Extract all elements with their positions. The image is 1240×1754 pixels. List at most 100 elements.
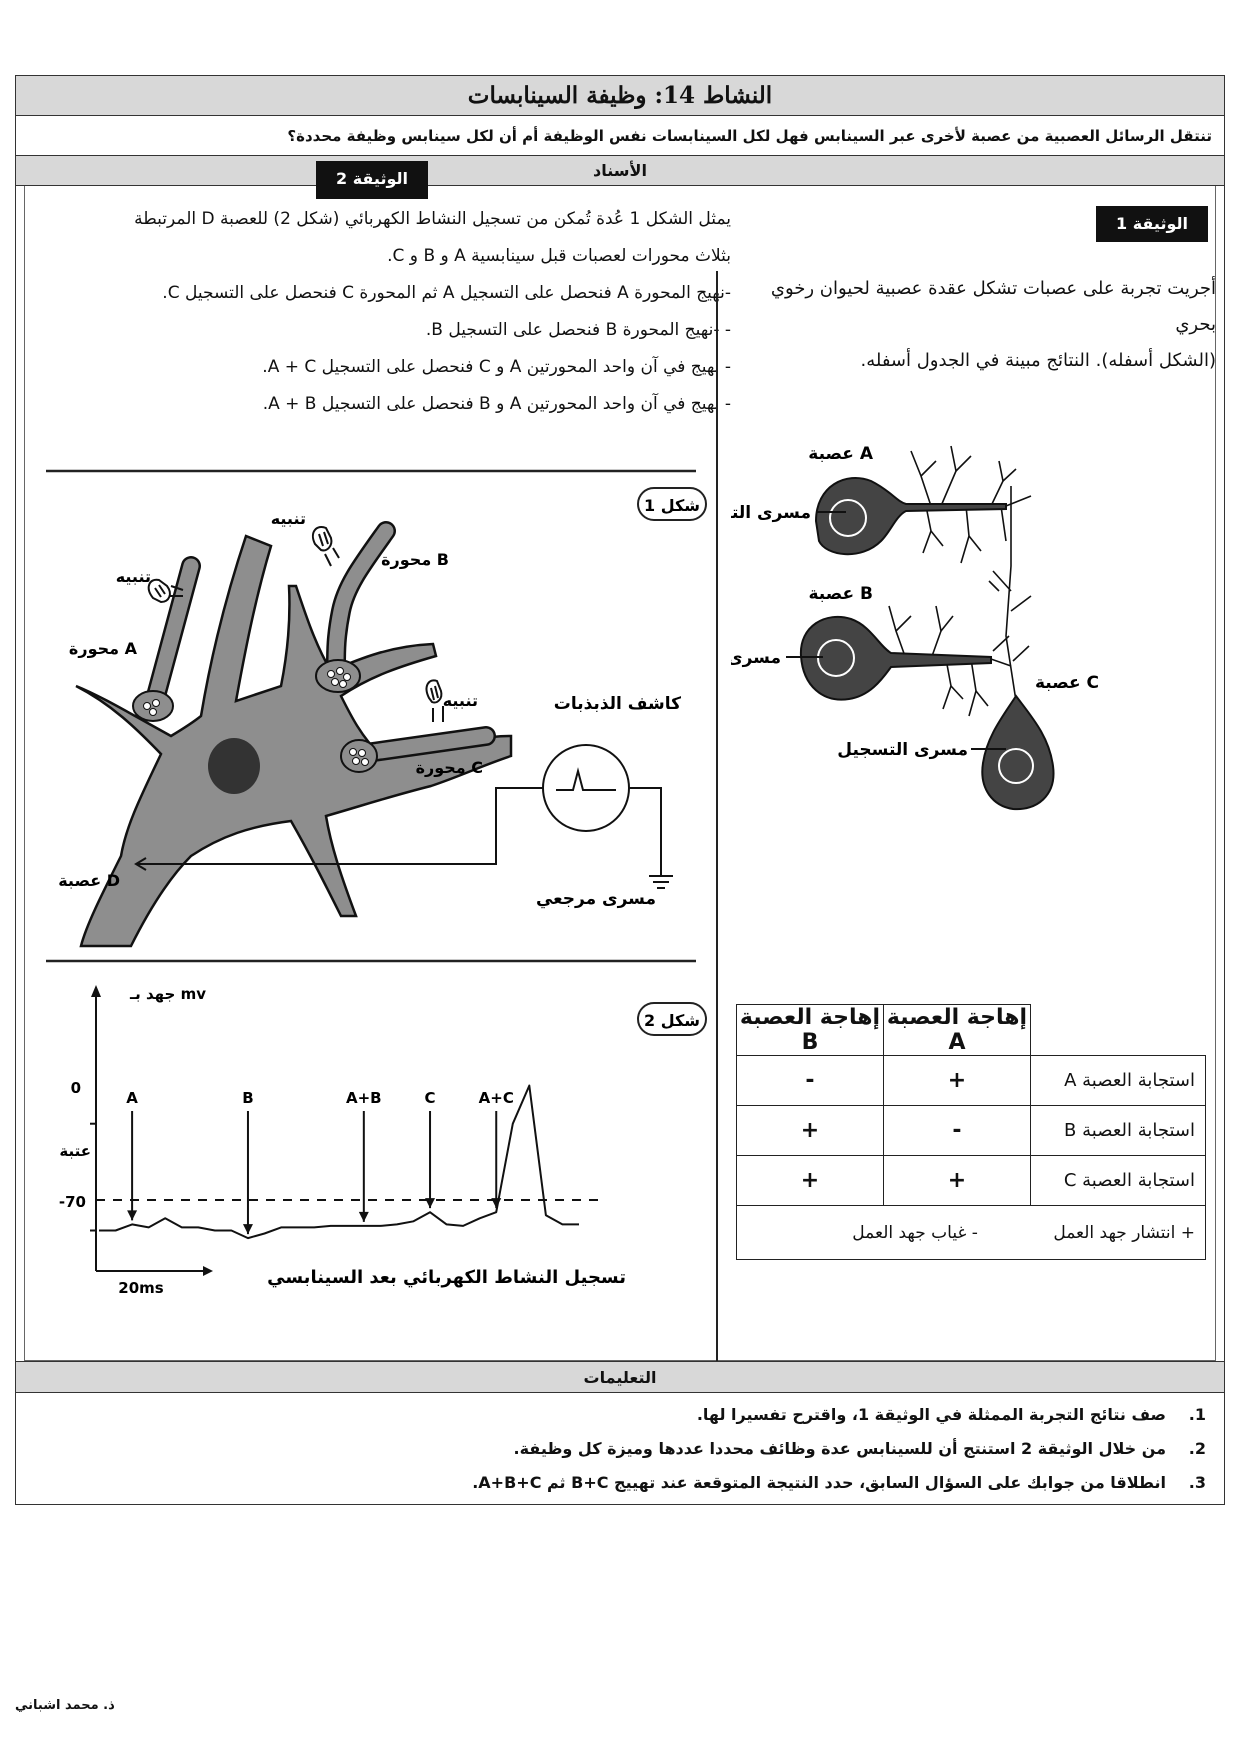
doc1-text: أجريت تجربة على عصبات تشكل عقدة عصبية لح… xyxy=(746,271,1216,379)
support-band: الأسناد xyxy=(16,156,1224,186)
table-row: استجابة العصبة A + - xyxy=(736,1055,1206,1106)
neuron-d-label: عصبة D xyxy=(58,871,120,890)
stimulus-label: A+C xyxy=(479,1089,514,1107)
support-content xyxy=(24,186,1216,1361)
stimulus-arrowhead xyxy=(127,1210,138,1221)
instruction-text: من خلال الوثيقة 2 استنتج أن للسينابس عدة… xyxy=(513,1439,1166,1458)
neuron-d-nucleus xyxy=(208,738,260,794)
table-corner xyxy=(1031,1005,1206,1056)
stimulator-b-icon xyxy=(311,526,340,567)
table-legend: + انتشار جهد العمل - غياب جهد العمل xyxy=(736,1205,1206,1260)
y-axis-arrow xyxy=(91,985,101,997)
fig2-badge-frame xyxy=(637,1002,707,1036)
instruction-text: صف نتائج التجربة الممثلة في الوثيقة 1، و… xyxy=(696,1405,1166,1424)
instruction-item: 1. صف نتائج التجربة الممثلة في الوثيقة 1،… xyxy=(36,1398,1206,1432)
neuron-a-cell xyxy=(814,476,1007,556)
table-row: استجابة العصبة B - + xyxy=(736,1105,1206,1156)
terminal-b xyxy=(315,659,361,693)
doc2-intro-line: -نهيج المحورة A فنحصل على التسجيل A ثم ا… xyxy=(162,283,731,303)
problem-question: تنتقل الرسائل العصبية من عصبة لأخرى عبر … xyxy=(16,116,1224,156)
reference-electrode-label: مسرى مرجعي xyxy=(536,889,656,909)
stimulus-label: A+B xyxy=(346,1089,382,1107)
stimulus-label: A xyxy=(126,1089,138,1107)
doc2-intro: يمثل الشكل 1 عُدة تُمكن من تسجيل النشاط … xyxy=(96,201,731,423)
row-header: استجابة العصبة C xyxy=(1030,1155,1206,1206)
doc1-text-line: أجريت تجربة على عصبات تشكل عقدة عصبية لح… xyxy=(770,278,1216,335)
y-tick-zero: 0 xyxy=(71,1079,81,1097)
doc1-tag: الوثيقة 1 xyxy=(1096,206,1208,242)
axon-c-label: محورة C xyxy=(416,758,483,777)
fig1-badge: شكل 1 xyxy=(644,496,700,515)
figure-1-setup: شكل 1 xyxy=(46,469,707,963)
axon-a-label: محورة A xyxy=(69,639,138,658)
activity-title: النشاط 14: وظيفة السينابسات xyxy=(16,76,1224,116)
table-cell: - xyxy=(736,1055,884,1106)
electrode-a-label: مسرى التسجيل xyxy=(731,503,811,523)
instruction-text: انطلاقا من جوابك على السؤال السابق، حدد … xyxy=(472,1473,1166,1492)
electrode-c-label: مسرى التسجيل xyxy=(837,740,968,760)
neuron-d-body xyxy=(75,534,513,948)
instruction-item: 3. انطلاقا من جوابك على السؤال السابق، حد… xyxy=(36,1466,1206,1500)
stimulus-arrowhead xyxy=(425,1198,436,1209)
stimulus-arrowhead xyxy=(491,1198,502,1209)
neuron-b-label: عصبة B xyxy=(808,584,873,604)
author-name: ذ. محمد اشباني xyxy=(15,1698,115,1713)
stimulator-a-icon xyxy=(147,578,184,604)
fig2-badge: شكل 2 xyxy=(644,1011,700,1030)
col-header: إهاجة العصبة A xyxy=(883,1004,1031,1056)
oscilloscope-icon xyxy=(542,744,630,832)
y-axis-label: جهد بـ mv xyxy=(129,985,206,1003)
table-cell: + xyxy=(883,1055,1031,1106)
col-header: إهاجة العصبة B xyxy=(736,1004,884,1056)
neuron-a-label: عصبة A xyxy=(808,444,874,464)
x-scale-bar: 20ms xyxy=(118,1279,164,1297)
instruction-number: 3. xyxy=(1188,1473,1206,1492)
table-cell: - xyxy=(883,1105,1031,1156)
table-cell: + xyxy=(883,1155,1031,1206)
instruction-item: 2. من خلال الوثيقة 2 استنتج أن للسينابس ع… xyxy=(36,1432,1206,1466)
x-axis-arrow xyxy=(203,1266,213,1276)
y-tick-rest: -70 xyxy=(59,1193,86,1211)
table-cell: + xyxy=(736,1155,884,1206)
neuron-b-cell xyxy=(799,615,992,701)
neuron-c-label: عصبة C xyxy=(1035,673,1099,693)
membrane-potential-trace xyxy=(99,1084,579,1240)
column-divider xyxy=(716,271,718,1391)
doc1-text-line: (الشكل أسفله). النتائج مبينة في الجدول أ… xyxy=(860,350,1216,371)
doc2-intro-line: - -نهيج المحورة B فنحصل على التسجيل B. xyxy=(425,320,731,340)
stimulus-label: B xyxy=(242,1089,253,1107)
stimulus-arrowhead xyxy=(242,1224,253,1235)
doc2-intro-line: - نهيج في آن واحد المحورتين A و C فنحصل … xyxy=(262,357,731,377)
oscilloscope-label: كاشف الذبذبات xyxy=(554,694,681,714)
electrode-b-label: مسرى التسجيل xyxy=(731,648,781,668)
stimulator-c-icon xyxy=(425,679,444,722)
legend-minus: - غياب جهد العمل xyxy=(852,1222,978,1243)
stim-b-label: تنبيه xyxy=(271,509,306,528)
instructions-band: التعليمات xyxy=(16,1361,1224,1393)
instruction-number: 2. xyxy=(1188,1439,1206,1458)
dendrites xyxy=(870,445,1032,717)
axon-b-label: محورة B xyxy=(381,550,449,569)
instructions-list: 1. صف نتائج التجربة الممثلة في الوثيقة 1،… xyxy=(36,1398,1206,1500)
doc2-intro-line: - نهيج في آن واحد المحورتين A و B فنحصل … xyxy=(262,394,731,414)
figure-neurons-abc: عصبة A عصبة B عصبة C مسرى التسجيل مسرى ا… xyxy=(731,444,1099,811)
doc2-intro-line: يمثل الشكل 1 عُدة تُمكن من تسجيل النشاط … xyxy=(134,209,731,229)
row-header: استجابة العصبة A xyxy=(1030,1055,1206,1106)
row-header: استجابة العصبة B xyxy=(1030,1105,1206,1156)
terminal-a xyxy=(132,690,174,722)
fig1-badge-frame xyxy=(637,487,707,521)
table-header-row: إهاجة العصبة A إهاجة العصبة B xyxy=(736,1004,1206,1056)
results-table: إهاجة العصبة A إهاجة العصبة B استجابة ال… xyxy=(736,1004,1206,1260)
table-legend-row: + انتشار جهد العمل - غياب جهد العمل xyxy=(736,1205,1206,1260)
worksheet: النشاط 14: وظيفة السينابسات تنتقل الرسائ… xyxy=(15,75,1225,1505)
stimulus-arrowhead xyxy=(358,1211,369,1222)
doc2-intro-line: بثلاث محورات لعصبات قبل سينابسية A و B و… xyxy=(387,246,731,266)
legend-plus: + انتشار جهد العمل xyxy=(1053,1222,1195,1243)
instruction-number: 1. xyxy=(1188,1405,1206,1424)
doc2-tag: الوثيقة 2 xyxy=(316,161,428,199)
stim-a-label: تنبيه xyxy=(116,567,151,586)
chart-caption: تسجيل النشاط الكهربائي بعد السينابسي xyxy=(267,1267,626,1288)
table-row: استجابة العصبة C + + xyxy=(736,1155,1206,1206)
